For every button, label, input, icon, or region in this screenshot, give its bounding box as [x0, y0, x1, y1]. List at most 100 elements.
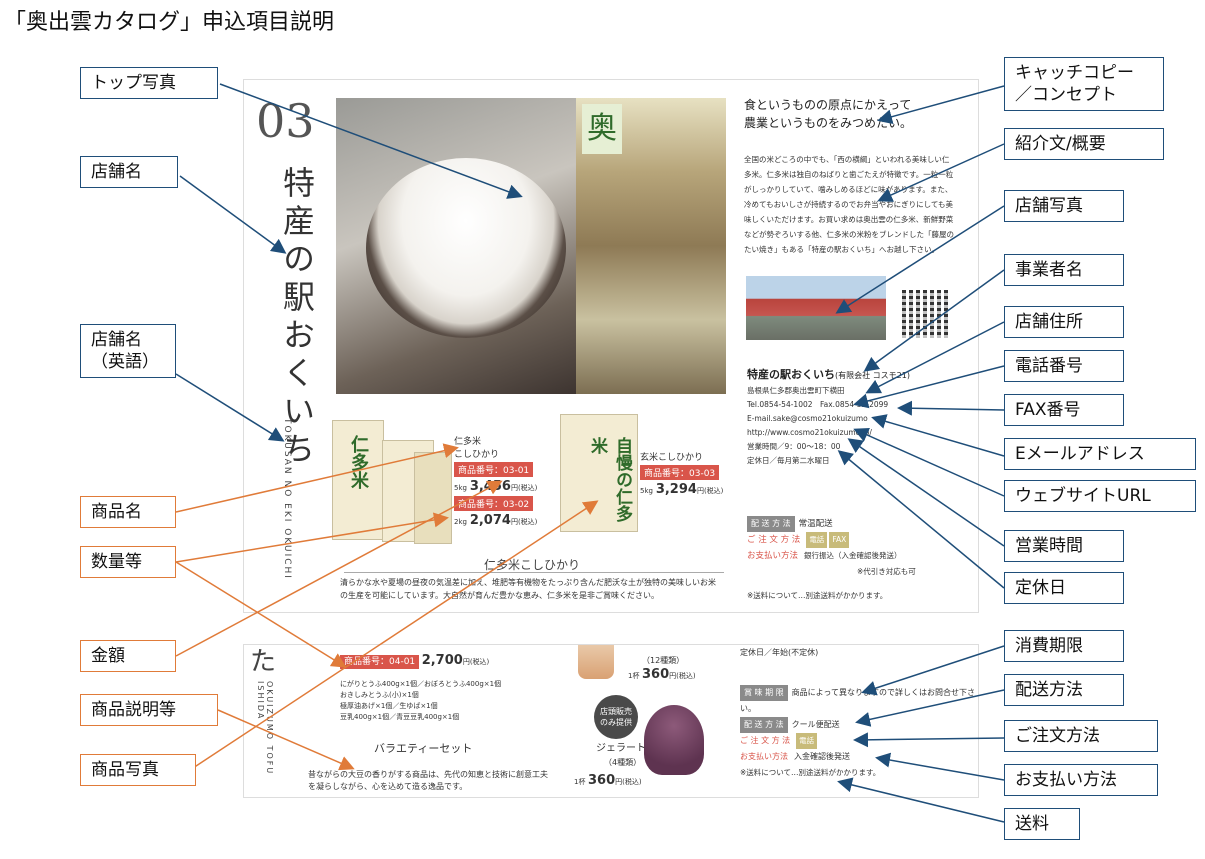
order-chip-fax: FAX: [829, 532, 850, 548]
delivery-label: 配 送 方 法: [747, 516, 795, 532]
order-chip-phone: 電話: [796, 733, 818, 749]
page2-subhead: バラエティーセット: [374, 742, 473, 755]
label-intro-summary: 紹介文/概要: [1004, 128, 1164, 160]
product-3-qty: 5kg: [640, 487, 653, 495]
delivery-value: 常温配送: [798, 519, 833, 529]
company-name: 特産の駅おくいち(有限会社 コスモ21): [747, 366, 910, 382]
label-phone: 電話番号: [1004, 350, 1124, 382]
tax-label: 円(税込): [462, 658, 490, 666]
label-shop-name-en: 店舗名 （英語）: [80, 324, 176, 378]
delivery-label: 配 送 方 法: [740, 717, 788, 733]
page2-vroman: OKUIZUMO TOFU ISHIDA: [256, 681, 274, 776]
product-2-number: 商品番号：03-02: [454, 496, 534, 511]
item-line: 豆乳400g×1個／青豆豆乳400g×1個: [340, 713, 460, 721]
page2-holiday: 定休日／年始(不定休): [740, 648, 819, 657]
label-product-photo: 商品写真: [80, 754, 196, 786]
label-order-method: ご注文方法: [1004, 720, 1158, 752]
delivery-value: クール便配送: [791, 720, 840, 729]
shop-name-text: 特産の駅おくいち: [747, 368, 835, 381]
payment-value: 銀行振込（入金確認後発送）: [804, 551, 902, 560]
shop-address: 島根県仁多郡奥出雲町下横田: [747, 386, 845, 395]
drink-price: 360: [642, 667, 670, 682]
holiday: 定休日／毎月第二水曜日: [747, 456, 830, 465]
qr-code-icon: [902, 290, 950, 338]
store-sign: 奥: [582, 104, 622, 154]
label-hours: 営業時間: [1004, 530, 1124, 562]
product-3-price: 3,294: [655, 482, 697, 497]
catalog-page-2: た OKUIZUMO TOFU ISHIDA 商品番号：04-01 2,700円…: [244, 645, 978, 797]
product-1: 仁多米 こしひかり 商品番号：03-01 5kg 3,456円(税込) 商品番号…: [454, 434, 537, 528]
product-3: 玄米こしひかり 商品番号：03-03 5kg 3,294円(税込): [640, 450, 723, 497]
tax-label: 円(税込): [696, 487, 724, 495]
label-shipping-fee: 送料: [1004, 808, 1080, 840]
label-shop-photo: 店舗写真: [1004, 190, 1124, 222]
tax-label: 円(税込): [510, 518, 538, 526]
page2-delivery-info: 賞 味 期 限商品によって異なりますので詳しくはお問合せ下さい。 配 送 方 法…: [740, 685, 978, 781]
product-1-name: 仁多米: [454, 437, 482, 447]
catalog-page-1: 03 特産の駅おくいち TOKUSAN NO EKI OKUICHI 奥 食とい…: [244, 80, 978, 612]
gelato-price: 360: [588, 773, 616, 788]
tax-label: 円(税込): [669, 672, 696, 680]
label-amount: 金額: [80, 640, 176, 672]
label-quantity: 数量等: [80, 546, 176, 578]
product-2-price: 2,074: [469, 513, 511, 528]
product-1-sub: こしひかり: [454, 450, 500, 460]
shipping-note: ※送料について…別途送料がかかります。: [740, 768, 881, 777]
company-text: (有限会社 コスモ21): [835, 371, 910, 380]
tax-label: 円(税込): [510, 484, 538, 492]
order-label: ご 注 文 方 法: [740, 736, 791, 745]
label-shop-address: 店舗住所: [1004, 306, 1124, 338]
label-expiry: 消費期限: [1004, 630, 1124, 662]
page-number: 03: [256, 94, 315, 148]
payment-label: お支払い方法: [747, 551, 799, 561]
label-delivery-method: 配送方法: [1004, 674, 1124, 706]
item-line: 極厚油あげ×1個／生ゆば×1個: [340, 702, 438, 710]
subhead-divider: [344, 572, 724, 573]
drink-count: （12種類）: [642, 656, 685, 665]
product-1-price: 3,456: [469, 479, 511, 494]
phone-fax: Tel.0854-54-1002 Fax.0854-52-2099: [747, 400, 889, 409]
business-hours: 営業時間／9：00～18：00: [747, 442, 841, 451]
label-product-desc: 商品説明等: [80, 694, 218, 726]
product-3-number: 商品番号：03-03: [640, 465, 720, 480]
gelato-price-row: 1杯 360円(税込): [574, 773, 642, 788]
page2-description: 昔ながらの大豆の香りがする商品は、先代の知恵と技術に創意工夫を凝らしながら、心を…: [308, 770, 548, 791]
item-line: おきしみとうふ(小)×1個: [340, 691, 419, 699]
store-only-badge: 店頭販売のみ提供: [594, 695, 638, 739]
payment-value: 入金確認後発送: [794, 752, 850, 761]
expiry-label: 賞 味 期 限: [740, 685, 788, 701]
intro-text: 全国の米どころの中でも、「西の横綱」といわれる美味しい仁多米。仁多米は独自のねば…: [744, 155, 954, 254]
order-label: ご 注 文 方 法: [747, 535, 801, 545]
item-line: にがりとうふ400g×1個／おぼろとうふ400g×1個: [340, 680, 502, 688]
shipping-note: ※送料について…別途送料がかかります。: [747, 591, 888, 600]
label-holiday: 定休日: [1004, 572, 1124, 604]
product-subhead: 仁多米こしひかり: [484, 558, 581, 572]
label-company-name: 事業者名: [1004, 254, 1124, 286]
gelato-qty: 1杯: [574, 778, 586, 786]
page2-product-price: 2,700: [421, 653, 463, 668]
page-title: 「奥出雲カタログ」申込項目説明: [4, 10, 335, 35]
product-bag-4: 自慢の仁多米: [560, 414, 638, 532]
product-1-qty: 5kg: [454, 484, 467, 492]
product-2-qty: 2kg: [454, 518, 467, 526]
rice-bowl-image: [366, 158, 566, 338]
label-shop-name: 店舗名: [80, 156, 178, 188]
page2-items: にがりとうふ400g×1個／おぼろとうふ400g×1個 おきしみとうふ(小)×1…: [340, 679, 501, 723]
shop-photo: [746, 276, 886, 340]
page2-product-number: 商品番号：04-01: [340, 655, 420, 669]
product-description: 清らかな水や夏場の昼夜の気温差に加え、堆肥等有機物をたっぷり含んだ肥沃な土が独特…: [340, 578, 716, 600]
gelato-image: [644, 705, 704, 775]
product-3-name: 玄米こしひかり: [640, 453, 704, 463]
label-payment-method: お支払い方法: [1004, 764, 1158, 796]
gelato-name: ジェラート: [596, 743, 646, 754]
label-catch-copy: キャッチコピー ／コンセプト: [1004, 57, 1164, 111]
drink-qty: 1杯: [628, 672, 640, 680]
catch-line-2: 農業というものをみつめたい。: [744, 116, 913, 130]
label-fax: FAX番号: [1004, 394, 1124, 426]
product-bag-1: 仁多米: [332, 420, 384, 540]
website-url: http://www.cosmo21okuizumo.jp/: [747, 428, 872, 437]
label-top-photo: トップ写真: [80, 67, 218, 99]
order-chip-phone: 電話: [806, 532, 828, 548]
payment-note: ※代引き対応も可: [857, 567, 916, 576]
